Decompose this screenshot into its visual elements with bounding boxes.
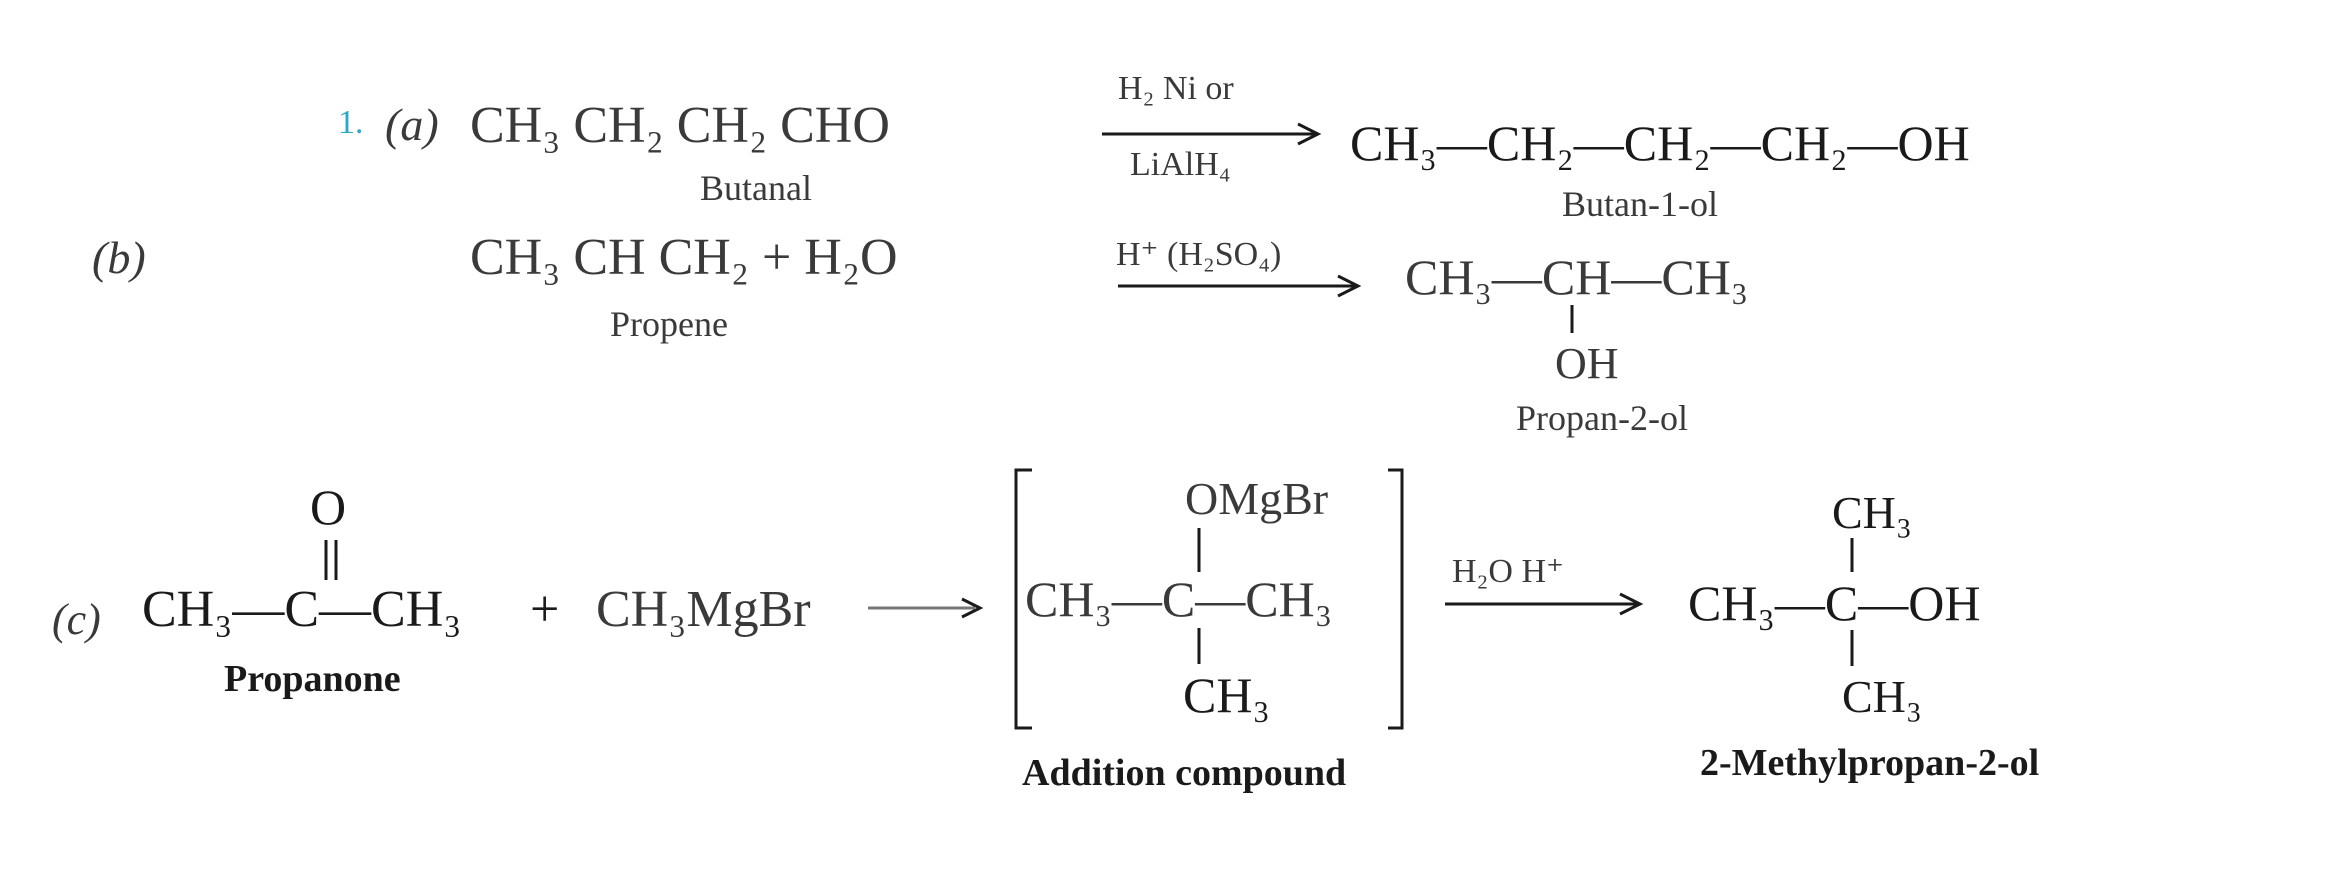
reagent-a-bottom: LiAlH₄: [1130, 146, 1231, 183]
plus-sign: +: [530, 581, 560, 638]
grignard-reagent: CH₃MgBr: [596, 581, 811, 638]
arrow-c2-head: [1619, 592, 1644, 616]
reagent-b-top: H⁺ (H₂SO₄): [1116, 236, 1282, 273]
adduct-ch3: CH₃: [1183, 667, 1270, 723]
propan-2-ol-name: Propan-2-ol: [1516, 398, 1688, 438]
propanone-name: Propanone: [224, 658, 401, 700]
arrow-c1-head: [961, 597, 984, 619]
propene-name: Propene: [610, 304, 728, 344]
adduct-omgbr: OMgBr: [1185, 473, 1329, 524]
propene-formula: CH₃ CH CH₂ + H₂O: [470, 229, 898, 286]
butanal-formula: CH₃ CH₂ CH₂ CHO: [470, 97, 890, 154]
adduct-chain: CH₃—C—CH₃: [1025, 571, 1333, 627]
product-bottom-ch3: CH₃: [1842, 671, 1922, 722]
question-number: 1.: [338, 104, 364, 141]
reagent-c-top: H₂O H⁺: [1452, 553, 1564, 590]
butanal-name: Butanal: [700, 168, 812, 208]
reagent-a-top: H₂ Ni or: [1118, 70, 1234, 107]
part-a-label: (a): [385, 99, 439, 150]
bracket-right: [1388, 468, 1404, 730]
propan-2-ol-formula: CH₃—CH—CH₃: [1405, 249, 1749, 305]
part-b-label: (b): [92, 232, 146, 283]
propanone-chain: CH₃—C—CH₃: [142, 581, 462, 638]
butan-1-ol-formula: CH₃—CH₂—CH₂—CH₂—OH: [1350, 115, 1970, 171]
addition-compound-name: Addition compound: [1022, 752, 1347, 794]
product-chain: CH₃—C—OH: [1688, 575, 1981, 631]
propanone-oxygen: O: [310, 479, 347, 535]
methylpropanol-name: 2-Methylpropan-2-ol: [1700, 742, 2040, 784]
arrow-a-head: [1297, 122, 1322, 146]
propan-2-ol-oh: OH: [1555, 339, 1619, 388]
arrow-b-head: [1337, 274, 1362, 298]
product-top-ch3: CH₃: [1832, 487, 1912, 538]
butan-1-ol-name: Butan-1-ol: [1562, 184, 1718, 224]
bracket-left: [1014, 468, 1032, 730]
part-c-label: (c): [52, 595, 101, 644]
